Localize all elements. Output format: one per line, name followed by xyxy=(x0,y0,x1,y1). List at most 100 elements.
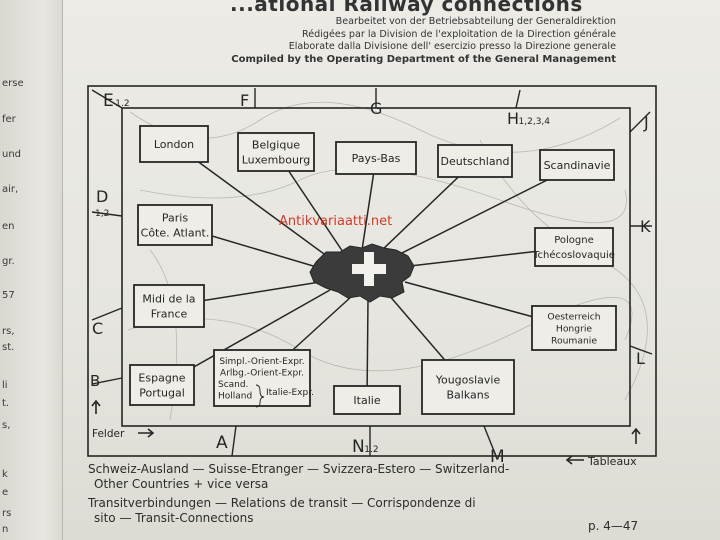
margin-fragment: k xyxy=(2,469,8,480)
box-espagne xyxy=(129,364,195,406)
footer-page-ref: p. 4—47 xyxy=(588,519,639,533)
box-scandinavie xyxy=(539,149,615,181)
margin-fragment: rs xyxy=(2,508,12,519)
arrow-up-icon-right xyxy=(631,427,641,444)
edge-letter-n-sub: 1.2 xyxy=(364,445,378,455)
footer-line-4: sito — Transit-Connections xyxy=(94,511,254,525)
adjacent-page-strip: erse fer und air, en gr. 57 rs, st. li t… xyxy=(0,0,63,540)
arrow-left-icon xyxy=(565,455,584,465)
box-simpl-side-label: Italie-Expr. xyxy=(266,388,314,398)
edge-letter-j: J xyxy=(643,113,649,132)
box-simpl-label: Holland xyxy=(218,391,252,401)
compiled-by-french: Rédigées par la Division de l'exploitati… xyxy=(302,28,616,40)
edge-connector-j xyxy=(629,111,651,133)
compiled-by-italian: Elaborate dalla Divisione dell' esercizi… xyxy=(288,41,616,53)
edge-letter-n: N xyxy=(352,437,365,457)
edge-letter-d-sub: 1,2 xyxy=(95,209,109,219)
edge-connector-c xyxy=(91,307,123,321)
box-italie xyxy=(333,385,401,415)
box-oesterreich-label: Oesterreich xyxy=(547,311,600,322)
footer-index: Schweiz-Ausland — Suisse-Etranger — Sviz… xyxy=(88,462,708,533)
margin-fragment: rs, xyxy=(2,326,15,337)
box-pologne-label: Tchécoslovaquie xyxy=(532,249,615,261)
margin-fragment: gr. xyxy=(2,256,15,267)
box-espagne-label: Espagne xyxy=(138,371,185,384)
box-oesterreich-label: Hongrie xyxy=(556,323,593,334)
margin-fragment: fer xyxy=(2,114,16,125)
arrow-right-icon xyxy=(138,428,155,438)
box-paysbas xyxy=(335,141,417,175)
margin-fragment: e xyxy=(2,487,9,498)
edge-letter-h-sub: 1,2,3,4 xyxy=(519,117,551,127)
edge-letter-e: E xyxy=(103,91,114,111)
box-yougoslavie xyxy=(421,359,515,415)
box-espagne-label: Portugal xyxy=(139,386,185,399)
margin-fragment: n xyxy=(2,524,9,535)
box-scandinavie-label: Scandinavie xyxy=(544,159,611,172)
margin-fragment: und xyxy=(2,149,22,160)
compiled-by-block: Bearbeitet von der Betriebsabteilung der… xyxy=(196,16,616,66)
edge-letter-f: F xyxy=(240,91,249,110)
edge-letter-g: G xyxy=(370,99,382,118)
swiss-cross-icon xyxy=(352,252,386,286)
box-pologne-label: Pologne xyxy=(554,235,594,246)
edge-connector-l xyxy=(629,345,653,355)
margin-fragment: en xyxy=(2,221,15,232)
box-deutschland xyxy=(437,144,513,178)
box-belgique-label: Belgique xyxy=(252,138,300,151)
outer-frame xyxy=(87,85,657,457)
edge-letter-h: H xyxy=(507,109,519,128)
edge-connector-d xyxy=(91,211,123,217)
box-oesterreich xyxy=(531,305,617,351)
map-texture-line xyxy=(127,296,633,372)
box-paysbas-label: Pays-Bas xyxy=(352,152,401,165)
compiled-by-english: Compiled by the Operating Department of … xyxy=(231,53,616,65)
edge-letter-e-sub: 1.2 xyxy=(115,99,129,109)
edge-letter-a: A xyxy=(216,433,228,453)
tableaux-label: Tableaux xyxy=(587,455,637,468)
edge-letter-d: D xyxy=(96,187,108,206)
box-midi-label: Midi de la xyxy=(142,292,195,305)
margin-fragment: s, xyxy=(2,420,11,431)
compiled-by-german: Bearbeitet von der Betriebsabteilung der… xyxy=(335,16,616,27)
box-belgique-label: Luxembourg xyxy=(242,153,311,166)
box-paris-label: Paris xyxy=(162,211,188,224)
box-deutschland-label: Deutschland xyxy=(440,155,509,168)
edge-connector-m xyxy=(483,425,497,457)
margin-fragment: 57 xyxy=(2,290,15,301)
edge-letter-k: K xyxy=(640,217,651,236)
box-belgique xyxy=(237,132,315,172)
spoke-italie xyxy=(366,299,369,401)
box-london-label: London xyxy=(154,138,194,151)
box-midi xyxy=(133,284,205,328)
margin-fragment: li xyxy=(2,380,8,391)
page-title: ...ational Railway connections xyxy=(230,0,583,16)
spoke-london xyxy=(173,143,336,263)
edge-connector-e xyxy=(91,89,123,109)
margin-fragment: air, xyxy=(2,184,19,195)
margin-fragment: erse xyxy=(2,78,24,89)
felder-label: Felder xyxy=(92,428,125,440)
box-paris xyxy=(137,204,213,246)
edge-connector-b xyxy=(91,377,123,385)
footer-line-3: Transitverbindungen — Relations de trans… xyxy=(88,496,476,510)
arrow-up-icon xyxy=(91,399,101,414)
box-pologne xyxy=(534,227,614,267)
margin-fragment: st. xyxy=(2,342,15,353)
edge-connector-a xyxy=(231,425,237,457)
edge-letter-l: L xyxy=(636,349,645,368)
box-paris-label: Côte. Atlant. xyxy=(141,226,210,239)
edge-letter-c: C xyxy=(92,319,103,338)
box-italie-label: Italie xyxy=(353,394,380,407)
box-london xyxy=(139,125,209,163)
edge-letter-b: B xyxy=(90,372,100,390)
box-simpl-label: Simpl.-Orient-Expr. xyxy=(219,357,304,367)
footer-line-2: Other Countries + vice versa xyxy=(94,477,269,491)
box-midi-label: France xyxy=(151,307,188,320)
box-yougoslavie-label: Yougoslavie xyxy=(435,373,501,386)
edge-connector-h xyxy=(515,89,521,109)
footer-line-1: Schweiz-Ausland — Suisse-Etranger — Sviz… xyxy=(88,462,510,476)
edge-letter-m: M xyxy=(490,447,505,467)
